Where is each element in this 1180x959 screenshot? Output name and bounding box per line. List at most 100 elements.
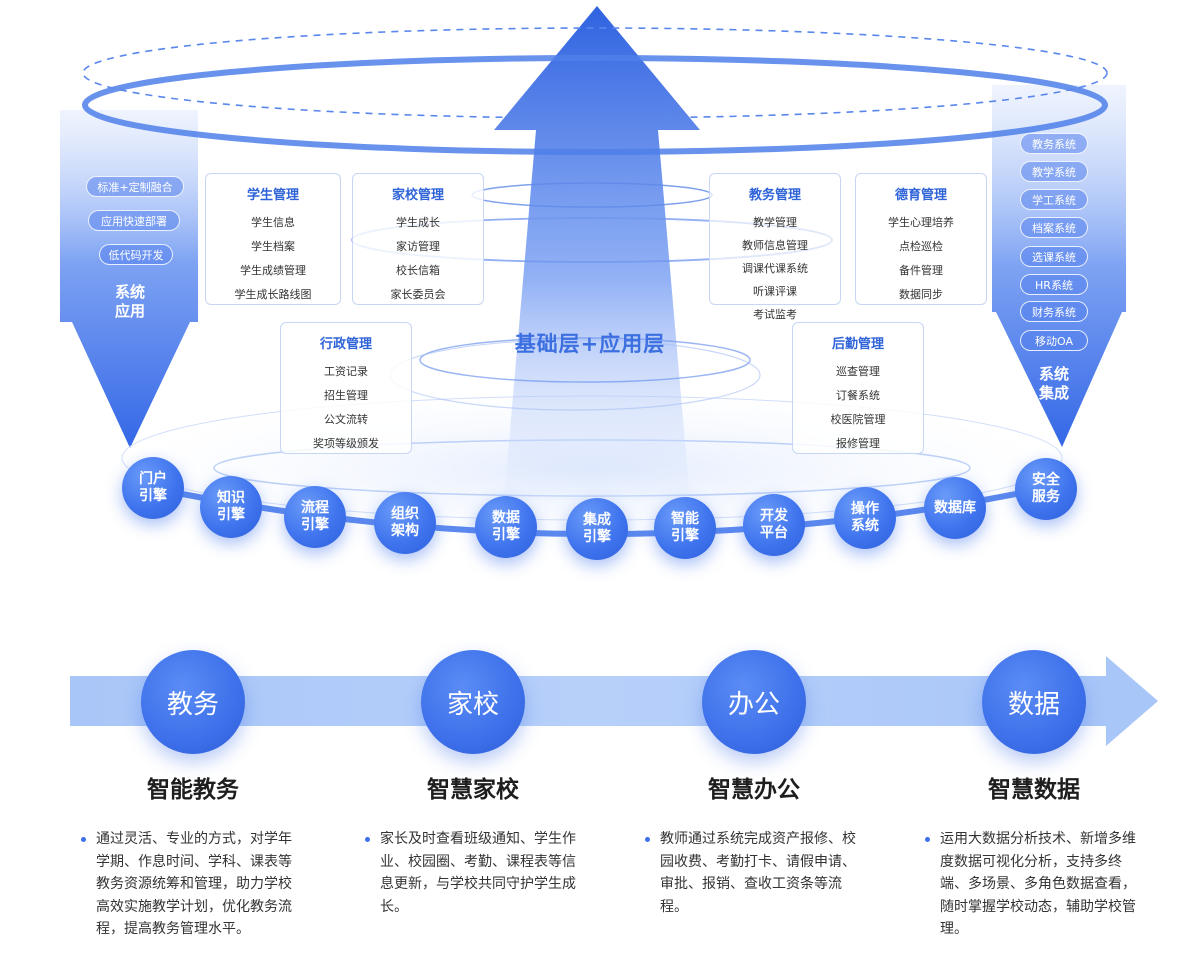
engine-node-organization: 组织架构 bbox=[374, 492, 436, 554]
panel-item: 学生成绩管理 bbox=[240, 264, 306, 277]
category-title-home-school: 智慧家校 bbox=[427, 777, 519, 803]
panel-item: 学生信息 bbox=[251, 216, 295, 229]
panel-item: 学生心理培养 bbox=[888, 216, 954, 229]
panel-title: 学生管理 bbox=[246, 188, 299, 203]
category-circle-academic: 教务 bbox=[141, 650, 245, 754]
engine-line1: 知识 bbox=[217, 490, 245, 506]
engine-line2: 引擎 bbox=[583, 529, 611, 545]
engine-line2: 系统 bbox=[851, 518, 879, 534]
engine-line2: 服务 bbox=[1032, 489, 1060, 505]
right-title-line2: 集成 bbox=[1038, 384, 1069, 402]
engine-node-knowledge: 知识引擎 bbox=[200, 476, 262, 538]
pill-quick-deploy: 应用快速部署 bbox=[88, 210, 180, 231]
pill-system-5: HR系统 bbox=[1020, 274, 1088, 295]
category-desc-office: 教师通过系统完成资产报修、校园收费、考勤打卡、请假申请、审批、报销、查收工资条等… bbox=[642, 828, 858, 918]
panel-student-management: 学生管理 学生信息 学生档案 学生成绩管理 学生成长路线图 bbox=[205, 173, 341, 305]
panel-item: 订餐系统 bbox=[836, 389, 880, 402]
engine-line1: 数据 bbox=[492, 510, 520, 526]
category-title-office: 智慧办公 bbox=[708, 777, 800, 803]
engine-line1: 集成 bbox=[583, 512, 611, 528]
engine-line1: 流程 bbox=[301, 500, 329, 516]
panel-administration-management: 行政管理 工资记录 招生管理 公文流转 奖项等级颁发 bbox=[280, 322, 412, 454]
engine-line1: 开发 bbox=[760, 508, 788, 524]
pill-system-4: 选课系统 bbox=[1020, 246, 1088, 267]
bottom-arrow-head bbox=[1106, 656, 1158, 746]
pill-system-6: 财务系统 bbox=[1020, 301, 1088, 322]
panel-item: 学生成长 bbox=[396, 216, 440, 229]
category-desc-data: 运用大数据分析技术、新增多维度数据可视化分析，支持多终端、多场景、多角色数据查看… bbox=[922, 828, 1138, 941]
engine-line2: 引擎 bbox=[301, 517, 329, 533]
right-funnel-title: 系统 集成 bbox=[1024, 365, 1084, 403]
central-arrow bbox=[494, 6, 700, 500]
category-desc-home-school: 家长及时查看班级通知、学生作业、校园圈、考勤、课程表等信息更新，与学校共同守护学… bbox=[362, 828, 578, 918]
panel-title: 德育管理 bbox=[894, 188, 947, 203]
panel-item: 数据同步 bbox=[899, 288, 943, 301]
panel-item: 学生成长路线图 bbox=[234, 288, 312, 301]
panel-academic-management: 教务管理 教学管理 教师信息管理 调课代课系统 听课评课 考试监考 bbox=[709, 173, 841, 321]
engine-line2: 架构 bbox=[391, 523, 419, 539]
left-title-line1: 系统 bbox=[114, 283, 145, 301]
engine-line2: 平台 bbox=[760, 525, 788, 541]
panel-item: 学生档案 bbox=[251, 240, 295, 253]
panel-title: 后勤管理 bbox=[831, 337, 884, 352]
engine-node-dev-platform: 开发平台 bbox=[743, 494, 805, 556]
engine-line2: 引擎 bbox=[217, 507, 245, 523]
panel-moral-education-management: 德育管理 学生心理培养 点检巡检 备件管理 数据同步 bbox=[855, 173, 987, 305]
pill-system-0: 教务系统 bbox=[1020, 133, 1088, 154]
engine-node-workflow: 流程引擎 bbox=[284, 486, 346, 548]
left-title-line2: 应用 bbox=[114, 302, 145, 320]
pill-system-3: 档案系统 bbox=[1020, 217, 1088, 238]
pill-system-7: 移动OA bbox=[1020, 330, 1088, 351]
panel-item: 奖项等级颁发 bbox=[313, 437, 379, 450]
engine-node-database: 数据库 bbox=[924, 477, 986, 539]
category-title-academic: 智能教务 bbox=[147, 777, 239, 803]
panel-title: 家校管理 bbox=[391, 188, 444, 203]
panel-item: 备件管理 bbox=[899, 264, 943, 277]
panel-item: 调课代课系统 bbox=[742, 262, 808, 275]
left-funnel-title: 系统 应用 bbox=[100, 283, 160, 321]
engine-node-integration: 集成引擎 bbox=[566, 498, 628, 560]
engine-line1: 门户 bbox=[139, 471, 167, 487]
engine-line1: 组织 bbox=[391, 506, 419, 522]
panel-item: 考试监考 bbox=[753, 308, 797, 321]
panel-item: 校医院管理 bbox=[830, 413, 886, 426]
panel-item: 教师信息管理 bbox=[742, 239, 808, 252]
category-circle-office: 办公 bbox=[702, 650, 806, 754]
panel-item: 点检巡检 bbox=[899, 240, 943, 253]
engine-node-data: 数据引擎 bbox=[475, 496, 537, 558]
category-desc-academic: 通过灵活、专业的方式，对学年学期、作息时间、学科、课表等教务资源统筹和管理，助力… bbox=[78, 828, 294, 941]
engine-line2: 引擎 bbox=[671, 528, 699, 544]
panel-item: 校长信箱 bbox=[396, 264, 440, 277]
category-title-data: 智慧数据 bbox=[988, 777, 1080, 803]
pill-low-code: 低代码开发 bbox=[99, 244, 173, 265]
panel-title: 教务管理 bbox=[748, 188, 801, 203]
left-funnel bbox=[60, 110, 198, 448]
engine-line1: 安全 bbox=[1032, 472, 1060, 488]
panel-item: 教学管理 bbox=[753, 216, 797, 229]
panel-item: 家长委员会 bbox=[390, 288, 446, 301]
panel-item: 招生管理 bbox=[324, 389, 368, 402]
engine-line1: 智能 bbox=[671, 511, 699, 527]
panel-item: 工资记录 bbox=[324, 365, 368, 378]
center-layer-label: 基础层+应用层 bbox=[514, 332, 666, 356]
engine-node-intelligence: 智能引擎 bbox=[654, 497, 716, 559]
engine-node-security: 安全服务 bbox=[1015, 458, 1077, 520]
pill-system-2: 学工系统 bbox=[1020, 189, 1088, 210]
pill-system-1: 教学系统 bbox=[1020, 161, 1088, 182]
category-circle-home-school: 家校 bbox=[421, 650, 525, 754]
engine-node-os: 操作系统 bbox=[834, 487, 896, 549]
engine-line2: 引擎 bbox=[139, 488, 167, 504]
right-title-line1: 系统 bbox=[1038, 365, 1069, 383]
pill-standard-custom: 标准+定制融合 bbox=[86, 176, 184, 197]
engine-node-portal: 门户引擎 bbox=[122, 457, 184, 519]
panel-title: 行政管理 bbox=[319, 337, 372, 352]
panel-item: 公文流转 bbox=[324, 413, 368, 426]
panel-logistics-management: 后勤管理 巡查管理 订餐系统 校医院管理 报修管理 bbox=[792, 322, 924, 454]
panel-item: 报修管理 bbox=[836, 437, 880, 450]
engine-line1: 数据库 bbox=[934, 499, 976, 516]
panel-home-school-management: 家校管理 学生成长 家访管理 校长信箱 家长委员会 bbox=[352, 173, 484, 305]
panel-item: 听课评课 bbox=[753, 285, 797, 298]
engine-line2: 引擎 bbox=[492, 527, 520, 543]
category-circle-data: 数据 bbox=[982, 650, 1086, 754]
panel-item: 家访管理 bbox=[396, 240, 440, 253]
